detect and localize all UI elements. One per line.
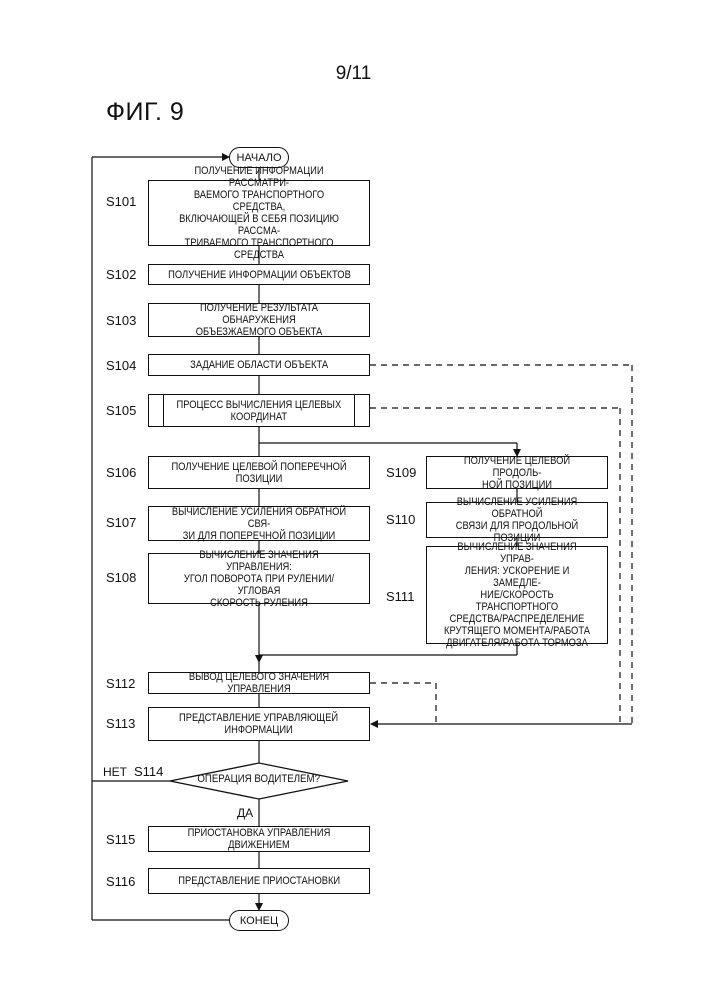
step-box-s109: ПОЛУЧЕНИЕ ЦЕЛЕВОЙ ПРОДОЛЬ- НОЙ ПОЗИЦИИ [426, 456, 608, 489]
step-box-s101: ПОЛУЧЕНИЕ ИНФОРМАЦИИ РАССМАТРИ- ВАЕМОГО … [148, 180, 370, 246]
step-label-s113: S113 [106, 716, 135, 731]
step-box-s103: ПОЛУЧЕНИЕ РЕЗУЛЬТАТА ОБНАРУЖЕНИЯ ОБЪЕЗЖА… [148, 303, 370, 337]
process-bar-right [354, 395, 355, 426]
step-label-s108: S108 [106, 570, 136, 585]
step-label-s105: S105 [106, 403, 136, 418]
branch-label-no: НЕТ [103, 765, 127, 779]
step-box-s111: ВЫЧИСЛЕНИЕ ЗНАЧЕНИЯ УПРАВ- ЛЕНИЯ: УСКОРЕ… [426, 546, 608, 644]
step-box-s106: ПОЛУЧЕНИЕ ЦЕЛЕВОЙ ПОПЕРЕЧНОЙ ПОЗИЦИИ [148, 456, 370, 489]
end-terminal: КОНЕЦ [229, 910, 289, 931]
step-box-s110: ВЫЧИСЛЕНИЕ УСИЛЕНИЯ ОБРАТНОЙ СВЯЗИ ДЛЯ П… [426, 502, 608, 538]
step-label-s110: S110 [386, 512, 415, 527]
step-label-s103: S103 [106, 313, 136, 328]
step-label-s102: S102 [106, 267, 136, 282]
step-box-s113: ПРЕДСТАВЛЕНИЕ УПРАВЛЯЮЩЕЙ ИНФОРМАЦИИ [148, 707, 370, 741]
step-label-s114: S114 [134, 764, 163, 779]
step-box-s108: ВЫЧИСЛЕНИЕ ЗНАЧЕНИЯ УПРАВЛЕНИЯ: УГОЛ ПОВ… [148, 553, 370, 604]
step-label-s116: S116 [106, 874, 135, 889]
step-label-s111: S111 [386, 589, 414, 604]
step-box-s107: ВЫЧИСЛЕНИЕ УСИЛЕНИЯ ОБРАТНОЙ СВЯ- ЗИ ДЛЯ… [148, 506, 370, 541]
branch-label-yes: ДА [237, 806, 253, 820]
step-box-s112: ВЫВОД ЦЕЛЕВОГО ЗНАЧЕНИЯ УПРАВЛЕНИЯ [148, 672, 370, 694]
step-label-s104: S104 [106, 358, 136, 373]
step-box-s105-predefined-process: ПРОЦЕСС ВЫЧИСЛЕНИЯ ЦЕЛЕВЫХ КООРДИНАТ [148, 394, 370, 427]
step-label-s112: S112 [106, 676, 135, 691]
step-label-s101: S101 [106, 194, 136, 209]
process-bar-left [163, 395, 164, 426]
step-box-s116: ПРЕДСТАВЛЕНИЕ ПРИОСТАНОВКИ [148, 868, 370, 894]
step-box-s115: ПРИОСТАНОВКА УПРАВЛЕНИЯ ДВИЖЕНИЕМ [148, 826, 370, 852]
step-label-s109: S109 [386, 465, 416, 480]
step-label-s107: S107 [106, 515, 136, 530]
step-label-s106: S106 [106, 465, 136, 480]
step-label-s115: S115 [106, 832, 135, 847]
step-box-s102: ПОЛУЧЕНИЕ ИНФОРМАЦИИ ОБЪЕКТОВ [148, 264, 370, 285]
decision-text-s114: ОПЕРАЦИЯ ВОДИТЕЛЕМ? [178, 773, 340, 785]
step-box-s104: ЗАДАНИЕ ОБЛАСТИ ОБЪЕКТА [148, 354, 370, 376]
